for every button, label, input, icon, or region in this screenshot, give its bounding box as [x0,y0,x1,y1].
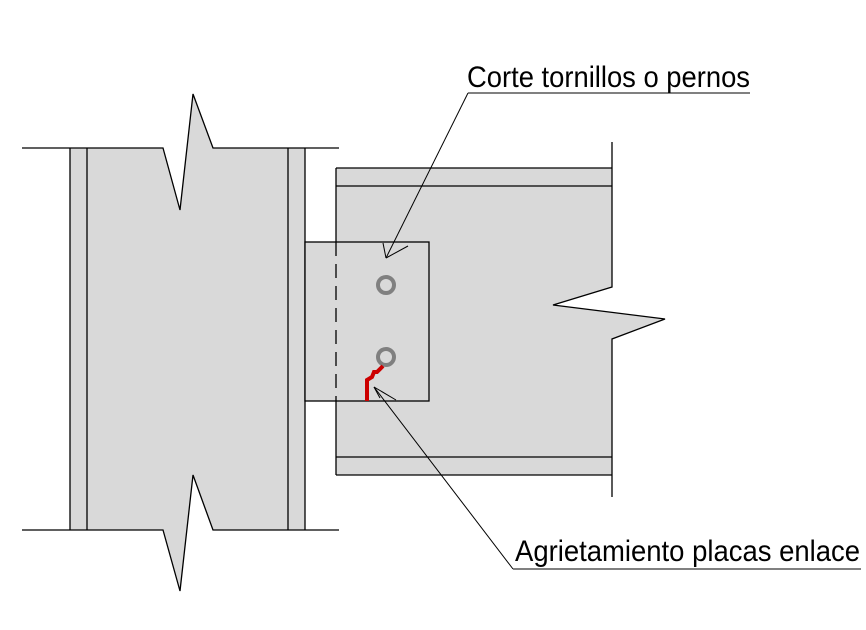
leader-bolt-shear [382,92,750,259]
crack-mark [365,364,385,401]
leader-plate-cracking [373,386,861,570]
bolt-top [376,275,396,295]
shear-plate [304,241,430,402]
column [22,93,339,592]
bolt-bottom [376,347,396,367]
label-plate-cracking: Agrietamiento placas enlace [515,535,860,568]
label-bolt-shear: Corte tornillos o pernos [467,61,750,94]
